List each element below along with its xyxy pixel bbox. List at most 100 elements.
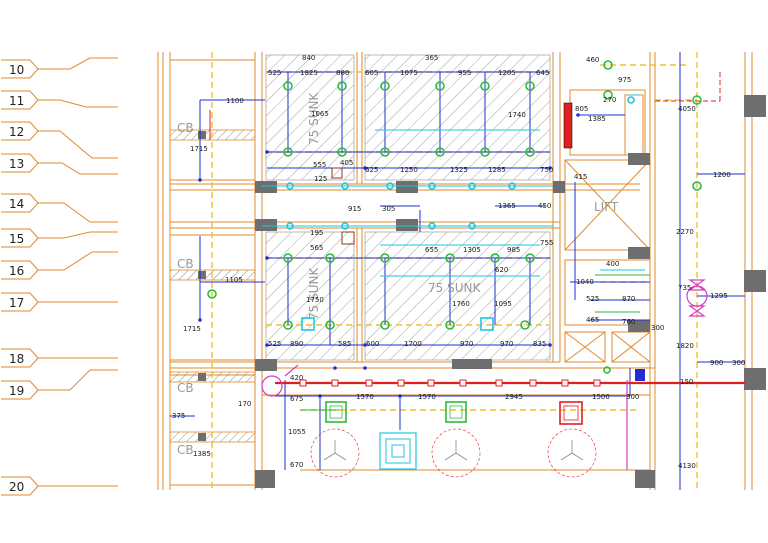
index-tag-15[interactable]: 15 <box>1 228 118 248</box>
dim-label: 1200 <box>713 171 731 179</box>
dim-label: 1205 <box>498 69 516 77</box>
dim-label: 270 <box>603 96 616 104</box>
dim-label: 585 <box>338 340 351 348</box>
index-tag-13[interactable]: 13 <box>1 153 118 175</box>
dim-label: 1760 <box>452 300 470 308</box>
dim-label: 625 <box>365 166 378 174</box>
dim-label: 655 <box>425 246 438 254</box>
dim-label: 890 <box>290 340 303 348</box>
dim-label: 900 <box>710 359 723 367</box>
index-tag-label: 11 <box>9 94 24 108</box>
dim-label: 970 <box>500 340 513 348</box>
valves <box>686 279 708 317</box>
dim-label: 645 <box>536 69 549 77</box>
dim-label: 735 <box>678 284 691 292</box>
dim-label: 465 <box>586 316 599 324</box>
index-tag-label: 16 <box>9 264 24 278</box>
dim-label: 125 <box>314 175 327 183</box>
sunk-label: 75 SUNK <box>428 281 481 295</box>
dim-label: 1820 <box>676 342 694 350</box>
dim-label: 620 <box>495 266 508 274</box>
dim-label: 760 <box>622 318 635 326</box>
green-lines <box>300 274 650 411</box>
room-labels: CB CB CB CB 75 SUNK 75 SUNK 75 SUNK LIFT <box>177 92 619 457</box>
dimension-labels: 840 365 460 975 525 1825 880 605 1075 95… <box>172 54 745 470</box>
dim-label: 1305 <box>463 246 481 254</box>
dim-label: 1740 <box>508 111 526 119</box>
hot-lines <box>209 72 745 385</box>
dim-label: 1825 <box>300 69 318 77</box>
dim-label: 1570 <box>418 393 436 401</box>
dim-label: 2945 <box>505 393 523 401</box>
index-tag-label: 10 <box>9 63 24 77</box>
dim-label: 750 <box>540 166 553 174</box>
index-tag-label: 17 <box>9 296 24 310</box>
index-tag-17[interactable]: 17 <box>1 292 118 312</box>
cyan-lines <box>262 94 645 277</box>
index-tag-12[interactable]: 12 <box>1 121 118 159</box>
dim-label: 1500 <box>592 393 610 401</box>
dim-label: 985 <box>507 246 520 254</box>
dim-label: 375 <box>172 412 185 420</box>
valve-block <box>635 369 645 381</box>
index-tag-18[interactable]: 18 <box>1 348 118 368</box>
fixtures <box>207 60 702 374</box>
dim-label: 1325 <box>450 166 468 174</box>
dim-label: 1365 <box>498 202 516 210</box>
magenta-lines <box>261 364 628 470</box>
pipe-lines <box>170 52 745 490</box>
dim-label: 1105 <box>225 276 243 284</box>
dim-label: 840 <box>302 54 315 62</box>
dim-label: 415 <box>574 173 587 181</box>
dim-label: 525 <box>586 295 599 303</box>
dim-label: 565 <box>310 244 323 252</box>
index-tag-10[interactable]: 10 <box>1 57 118 79</box>
index-tag-14[interactable]: 14 <box>1 193 118 223</box>
dim-label: 365 <box>425 54 438 62</box>
dim-label: 300 <box>651 324 664 332</box>
dim-label: 305 <box>382 205 395 213</box>
dim-label: 195 <box>310 229 323 237</box>
dim-label: 170 <box>238 400 251 408</box>
index-tag-20[interactable]: 20 <box>1 476 118 496</box>
dim-label: 600 <box>366 340 379 348</box>
index-tag-16[interactable]: 16 <box>1 251 118 280</box>
dim-label: 400 <box>606 260 619 268</box>
dim-label: 1250 <box>400 166 418 174</box>
dim-label: 870 <box>622 295 635 303</box>
dim-label: 1285 <box>488 166 506 174</box>
dim-label: 300 <box>732 359 745 367</box>
cb-label: CB <box>177 121 194 135</box>
dim-label: 970 <box>460 340 473 348</box>
dim-label: 4050 <box>678 105 696 113</box>
index-tag-label: 12 <box>9 125 24 139</box>
dim-label: 675 <box>290 395 303 403</box>
index-tag-label: 18 <box>9 352 24 366</box>
dim-label: 525 <box>268 340 281 348</box>
ceiling-fixtures <box>310 401 597 478</box>
sunk-hatch-areas <box>265 54 551 361</box>
pipe-dots <box>198 113 580 398</box>
index-tag-label: 15 <box>9 232 24 246</box>
small-boxes <box>331 167 355 245</box>
dim-label: 525 <box>268 69 281 77</box>
dim-label: 1715 <box>183 325 201 333</box>
index-tag-label: 20 <box>9 480 24 494</box>
dim-label: 1385 <box>193 450 211 458</box>
dim-label: 1385 <box>588 115 606 123</box>
dim-label: 1055 <box>288 428 306 436</box>
sunk-label: 75 SUNK <box>307 267 321 320</box>
dim-label: 1295 <box>710 292 728 300</box>
dim-label: 450 <box>538 202 551 210</box>
dim-label: 1700 <box>404 340 422 348</box>
dim-label: 805 <box>575 105 588 113</box>
dim-label: 1040 <box>576 278 594 286</box>
index-tag-label: 19 <box>9 384 24 398</box>
dim-label: 1075 <box>400 69 418 77</box>
dim-label: 405 <box>340 159 353 167</box>
index-tag-19[interactable]: 19 <box>1 369 118 400</box>
index-tag-11[interactable]: 11 <box>1 90 118 110</box>
sunk-label: 75 SUNK <box>307 92 321 145</box>
dim-label: 975 <box>618 76 631 84</box>
